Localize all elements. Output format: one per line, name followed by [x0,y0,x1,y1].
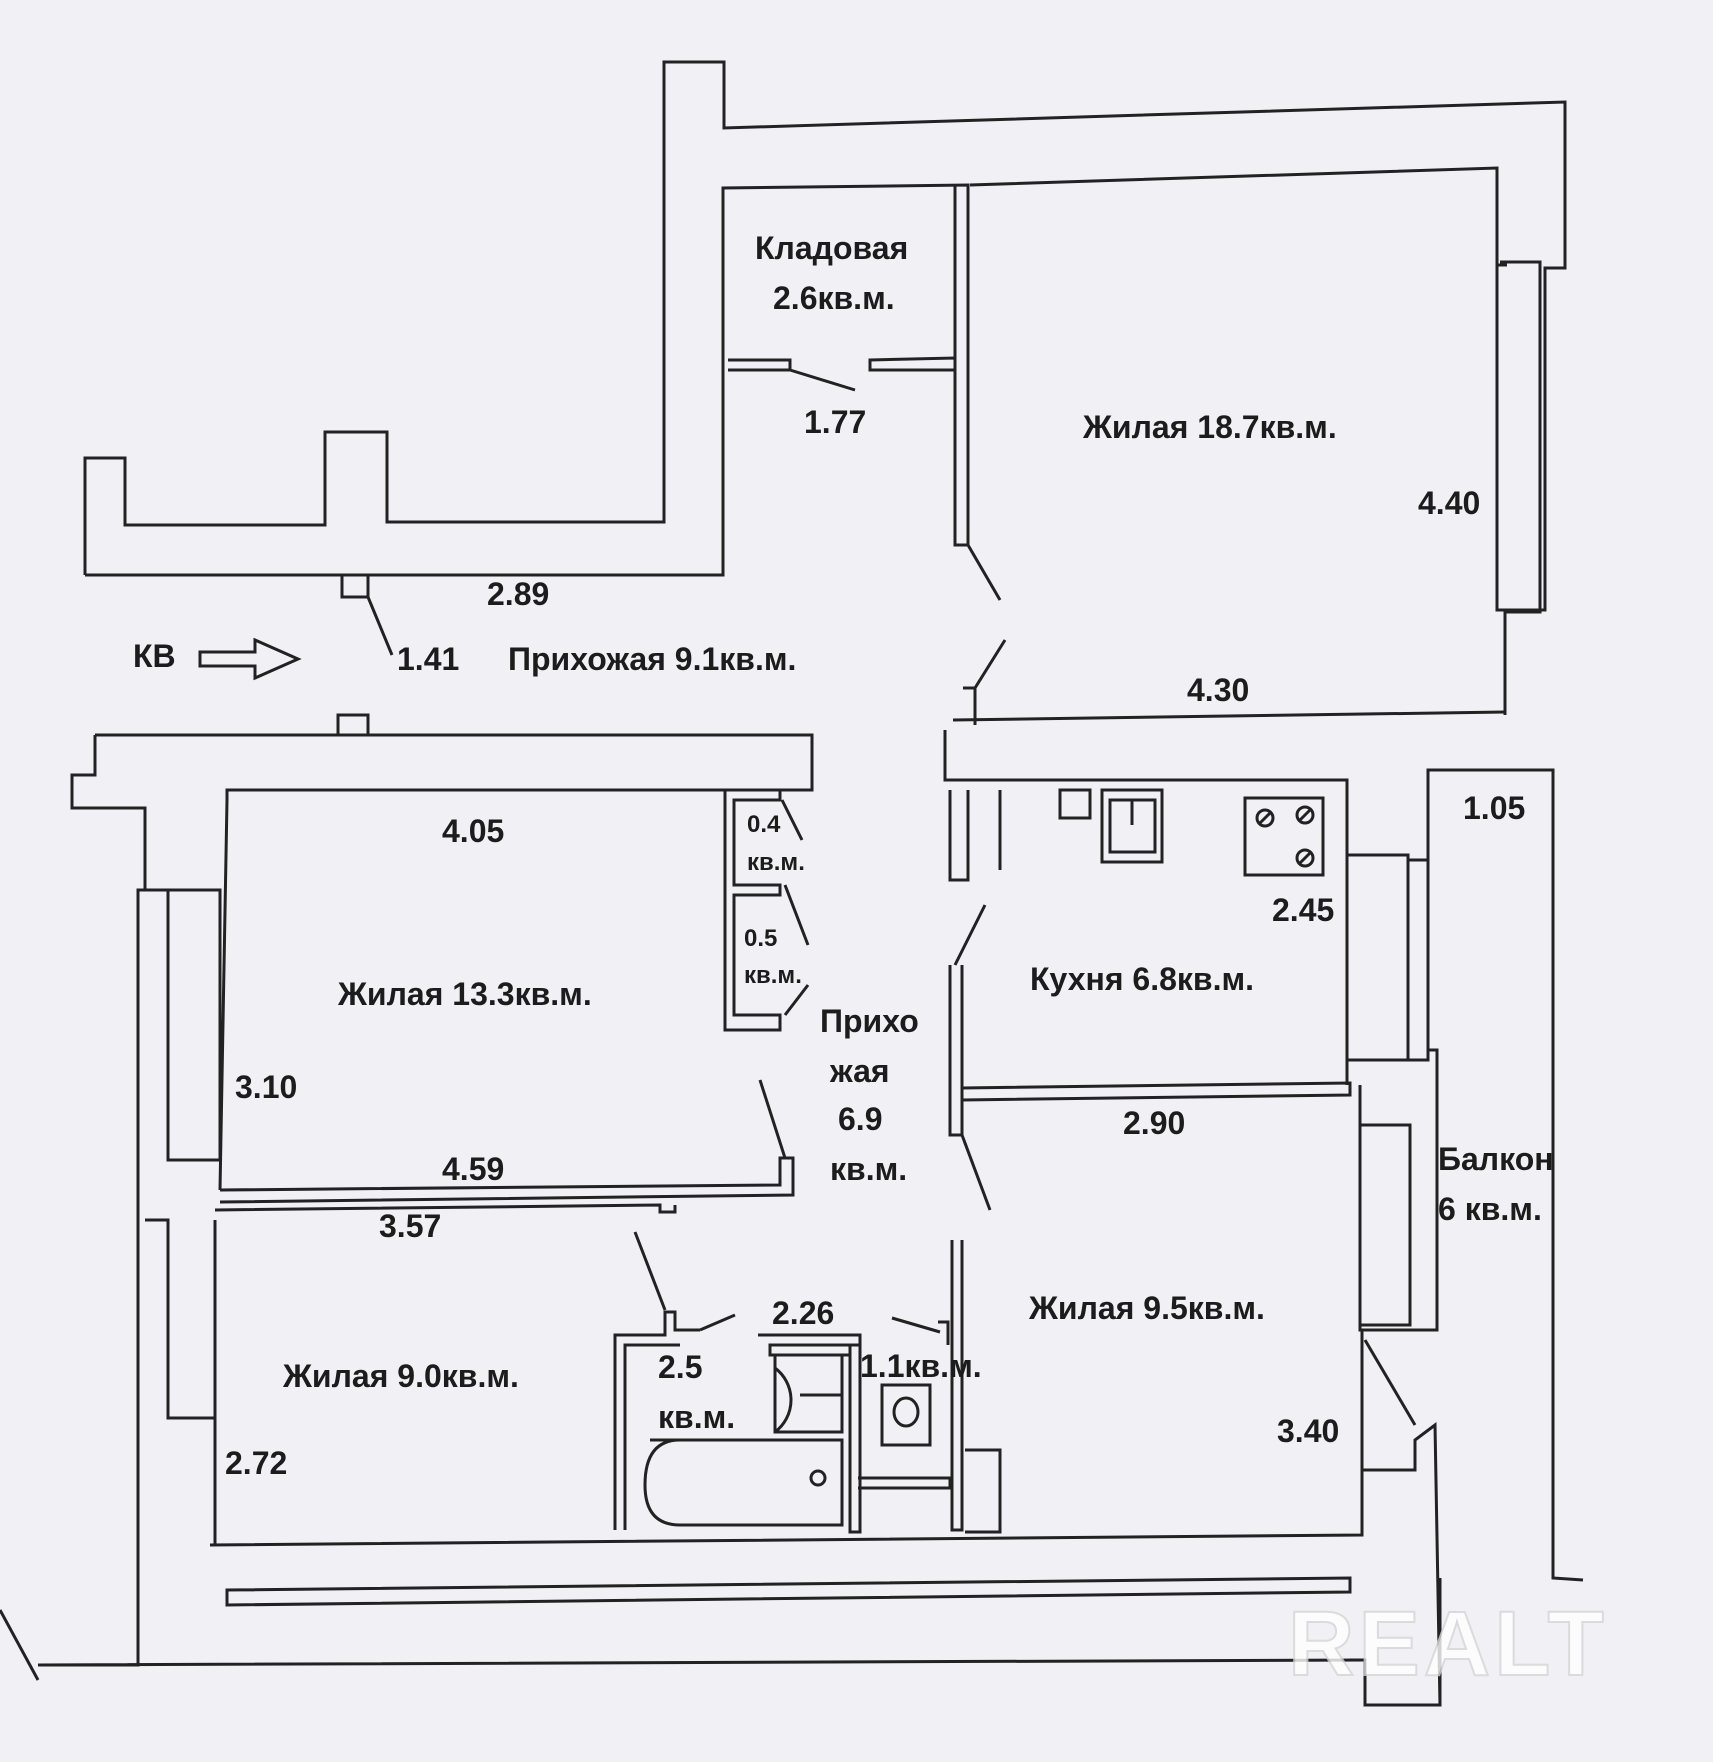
stove [1243,796,1325,877]
toilet-door-swing [891,1316,941,1334]
sink-bath [773,1353,844,1434]
entrance-arrow [198,637,302,681]
stove-burner-1 [1255,808,1275,828]
dim-living-18-width: 4.30 [1187,672,1250,708]
entrance-door-swing [366,596,394,656]
window-south [225,1576,1352,1607]
bathtub-drain [809,1469,827,1487]
closet-1-area: 0.4 [747,811,781,838]
room-label-living-13: Жилая 13.3кв.м. [338,976,592,1012]
closet-door-swing-3 [783,984,810,1016]
room-label-living-18: Жилая 18.7кв.м. [1083,409,1337,445]
storage-door-left [728,358,792,372]
balcony-door-swing [1363,1339,1417,1426]
room-label-living-95: Жилая 9.5кв.м. [1029,1290,1265,1326]
dim-living-90-width: 3.57 [379,1208,442,1244]
balcony-label-line2: 6 кв.м. [1438,1191,1542,1227]
closet-door-swing-2 [783,884,810,946]
bath-door-swing [633,1231,667,1311]
door-swing-living-18b [973,639,1007,689]
closet-2-area: 0.5 [744,925,778,952]
entrance-notch-top [340,575,370,599]
partition-storage-living [953,185,970,547]
room-label-kitchen: Кухня 6.8кв.м. [1030,961,1255,997]
room-label-storage: Кладовая [755,230,909,266]
storage-door-swing [789,368,856,392]
wall-large-room-top [969,166,1499,265]
toilet-area: 1.1кв.м. [860,1348,982,1384]
wall-large-room-south [952,710,1506,722]
kitchen-window [1347,853,1430,1062]
window-east-large [1500,260,1542,715]
room-area-storage: 2.6кв.м. [773,280,895,316]
door-jamb-living-18 [963,686,977,725]
entrance-label: КВ [133,638,176,674]
outer-wall-south [37,1578,1442,1705]
dim-living-13-bottom: 4.59 [442,1151,505,1187]
shaft [965,1448,1002,1534]
sink-bowl [774,1366,793,1434]
toilet-wall-bottom [858,1476,952,1490]
sink [1058,788,1164,864]
window-west-lower [145,1218,217,1420]
wall-kitchen-south [961,1081,1352,1102]
outer-wall-northwest [83,60,1567,612]
dim-balcony-width: 1.05 [1463,790,1526,826]
balcony-label-line1: Балкон [1438,1141,1554,1177]
dim-living-13-depth: 3.10 [235,1069,298,1105]
bath-wall [613,1310,700,1530]
dim-kitchen-depth: 2.45 [1272,892,1335,928]
dim-hall-width: 2.89 [487,576,550,612]
wall-90-north [214,1203,677,1214]
dim-entrance: 1.41 [397,641,460,677]
balcony-window [1360,1123,1412,1327]
room-label-living-90: Жилая 9.0кв.м. [283,1358,519,1394]
closet-1-unit: кв.м. [747,849,805,876]
door-swing-95 [960,1134,992,1211]
partition-hall-kitchen [948,965,964,1137]
wall-south-rooms [213,1330,1364,1545]
stove-burner-3 [1295,848,1315,868]
toilet-partition [848,1345,862,1534]
kitchen-door-swing [953,904,987,966]
dim-living-13-width: 4.05 [442,813,505,849]
hall-small-line3: 6.9 [838,1101,883,1137]
bathtub [643,1438,844,1527]
watermark-logo: REALT [1287,1592,1608,1696]
entrance-notch-bottom [336,713,370,735]
kitchen-door-jambs [948,790,1002,882]
bath-area: 2.5 [658,1349,703,1385]
wall-13-south [219,1156,795,1204]
door-swing-13 [758,1079,787,1159]
hall-small-line1: Прихо [820,1003,919,1039]
closet-wall [723,790,782,1032]
closet-2-unit: кв.м. [744,962,802,989]
wall-hall-south [38,733,814,1667]
bath-unit: кв.м. [658,1399,736,1435]
hall-small-line4: кв.м. [830,1151,908,1187]
hall-small-line2: жая [830,1053,890,1089]
room-label-hall-main: Прихожая 9.1кв.м. [508,641,797,677]
dim-living-90-depth: 2.72 [225,1445,288,1481]
dim-bath-width: 2.26 [772,1295,835,1331]
dim-living-95-depth: 3.40 [1277,1413,1340,1449]
dim-storage-width: 1.77 [804,404,867,440]
partition-hall-95 [950,1240,964,1532]
toilet-bowl [880,1383,932,1447]
storage-door-right [868,356,957,372]
diag-outer-southwest [0,1609,40,1681]
balcony-outline [1358,768,1584,1582]
closet-door-swing-1 [780,799,804,841]
toilet-door-jamb [938,1320,950,1345]
dim-living-18-depth: 4.40 [1418,485,1481,521]
window-west-upper [145,888,222,1162]
stove-burner-2 [1295,805,1315,825]
door-swing-living-18 [966,544,1002,601]
bath-door-swing-2 [699,1313,736,1332]
dim-living-95-width-top: 2.90 [1123,1105,1186,1141]
wall-kitchen-north [943,730,1349,1085]
